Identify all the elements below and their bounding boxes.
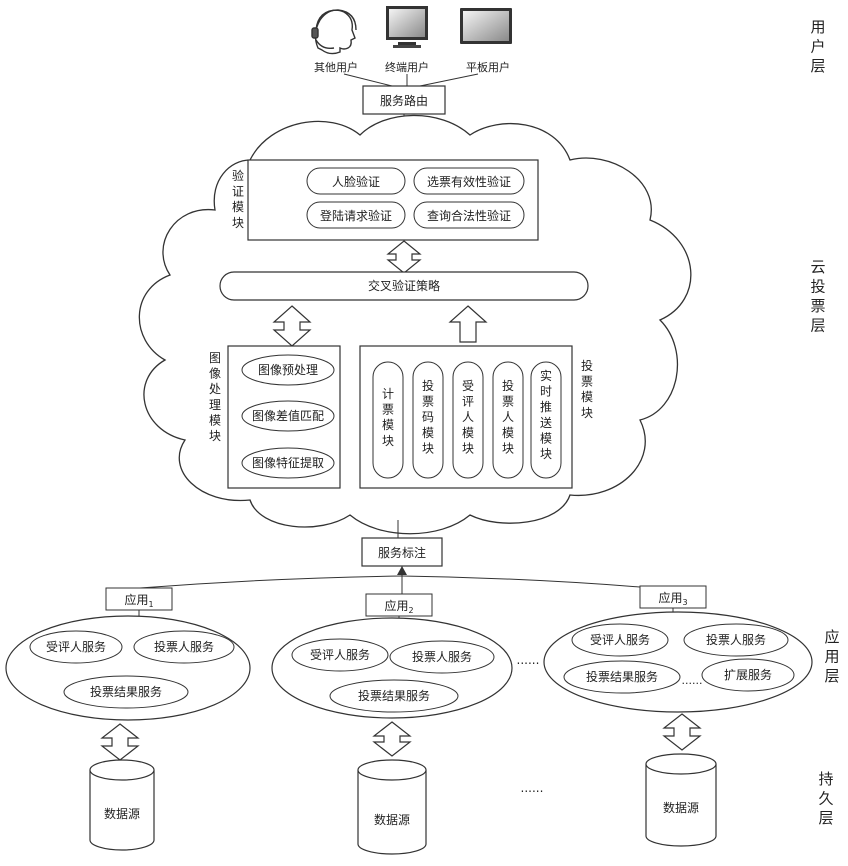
- image-item-diff-match-label: 图像差值匹配: [252, 408, 324, 423]
- verif-item-login-label: 登陆请求验证: [320, 208, 392, 223]
- app2-service-evaluee-label: 受评人服务: [310, 647, 370, 662]
- vote-item-code-label: 投票码模块: [422, 378, 434, 455]
- datasource-3-label: 数据源: [663, 800, 699, 815]
- app3-ellipsis: ......: [682, 674, 703, 687]
- app3-service-extension-label: 扩展服务: [724, 667, 772, 682]
- layer-label-cloud: 云投票层: [810, 258, 825, 335]
- user-label-other: 其他用户: [314, 60, 358, 74]
- verif-item-face-label: 人脸验证: [332, 174, 380, 189]
- cross-verification-label: 交叉验证策略: [368, 278, 440, 293]
- image-module-title: 图像处理模块: [209, 351, 221, 443]
- app-ellipsis: ......: [517, 653, 540, 667]
- monitor-icon: [386, 6, 428, 48]
- user-label-tablet: 平板用户: [466, 60, 510, 74]
- vote-item-voter-label: 投票人模块: [502, 378, 514, 455]
- app3-datasource-double-arrow: [664, 714, 700, 750]
- image-item-feature-label: 图像特征提取: [252, 455, 324, 470]
- image-item-preprocess-label: 图像预处理: [258, 363, 318, 377]
- app1-service-evaluee-label: 受评人服务: [46, 639, 106, 654]
- datasource-cylinder-3: [646, 754, 716, 846]
- layer-label-app: 应用层: [824, 628, 839, 685]
- app3-service-evaluee-label: 受评人服务: [590, 632, 650, 647]
- person-headset-icon: [312, 10, 356, 54]
- vote-item-count-label: 计票模块: [382, 387, 394, 448]
- datasource-ellipsis: ......: [521, 781, 544, 795]
- user-connectors: [344, 74, 478, 86]
- verif-item-ballot-label: 选票有效性验证: [427, 174, 511, 189]
- datasource-cylinder-1: [90, 760, 154, 850]
- app2-service-result-label: 投票结果服务: [358, 688, 430, 703]
- app1-service-voter-label: 投票人服务: [154, 639, 214, 654]
- app3-service-result-label: 投票结果服务: [586, 669, 658, 684]
- app1-datasource-double-arrow: [102, 724, 138, 760]
- datasource-cylinder-2: [358, 760, 426, 854]
- layer-label-persist: 持久层: [818, 770, 833, 827]
- datasource-1-label: 数据源: [104, 806, 140, 821]
- service-routing-label: 服务路由: [380, 93, 428, 108]
- datasource-2-label: 数据源: [374, 812, 410, 827]
- user-label-terminal: 终端用户: [385, 60, 429, 74]
- app-connectors: [140, 576, 676, 594]
- tablet-icon: [460, 8, 512, 44]
- app2-datasource-double-arrow: [374, 722, 410, 756]
- layer-label-user: 用户层: [810, 18, 825, 75]
- service-annotation-label: 服务标注: [378, 545, 426, 560]
- verif-item-query-label: 查询合法性验证: [427, 208, 511, 223]
- vote-item-evaluee-label: 受评人模块: [462, 379, 474, 455]
- annotation-up-arrowhead: [397, 566, 407, 575]
- app3-service-voter-label: 投票人服务: [706, 632, 766, 647]
- app2-service-voter-label: 投票人服务: [412, 649, 472, 664]
- app1-service-result-label: 投票结果服务: [90, 684, 162, 699]
